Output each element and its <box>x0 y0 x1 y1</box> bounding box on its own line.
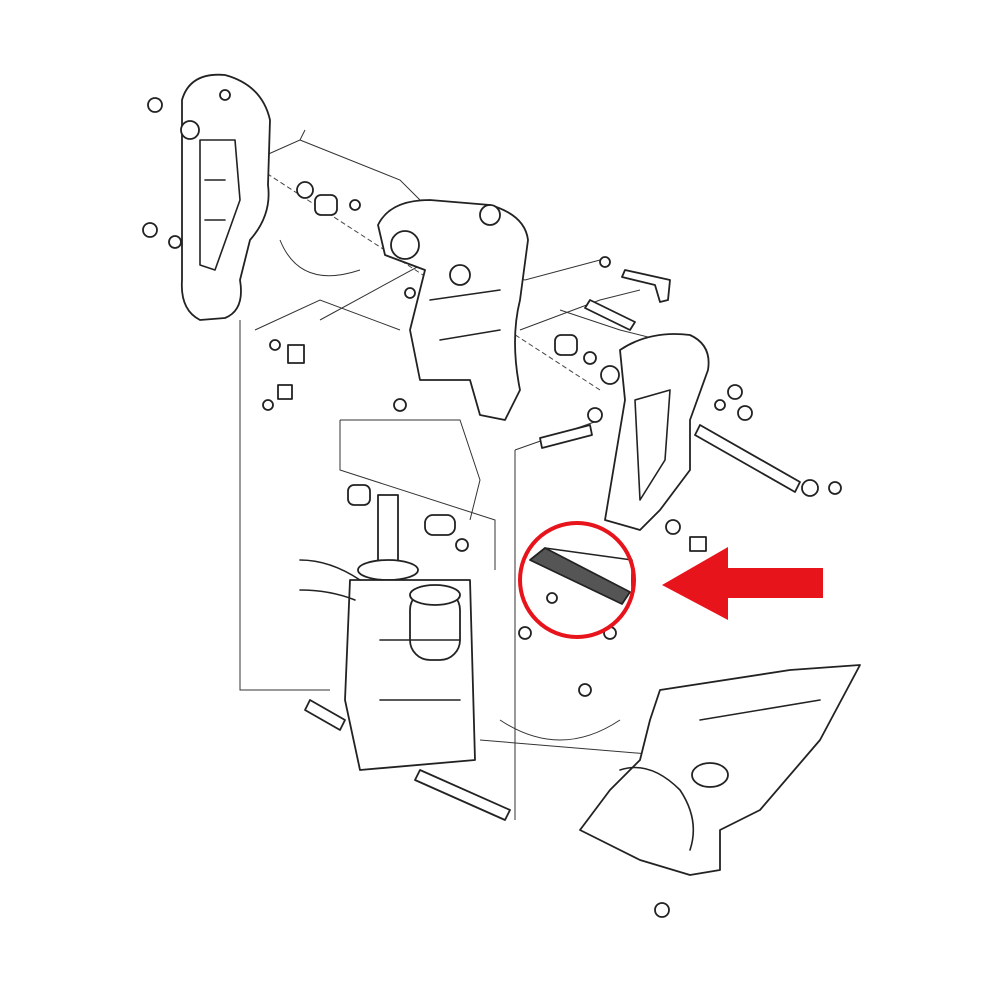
power-trim-tilt-unit <box>299 494 511 821</box>
right-clamp-bracket <box>600 333 710 531</box>
swivel-bracket <box>377 199 529 421</box>
small-hardware <box>142 97 842 918</box>
highlighted-part <box>529 547 633 605</box>
tilt-tube <box>539 299 819 497</box>
lower-casing <box>579 664 861 876</box>
red-arrow-icon <box>662 547 823 620</box>
highlight-circle <box>518 521 636 639</box>
left-clamp-bracket <box>180 73 271 321</box>
